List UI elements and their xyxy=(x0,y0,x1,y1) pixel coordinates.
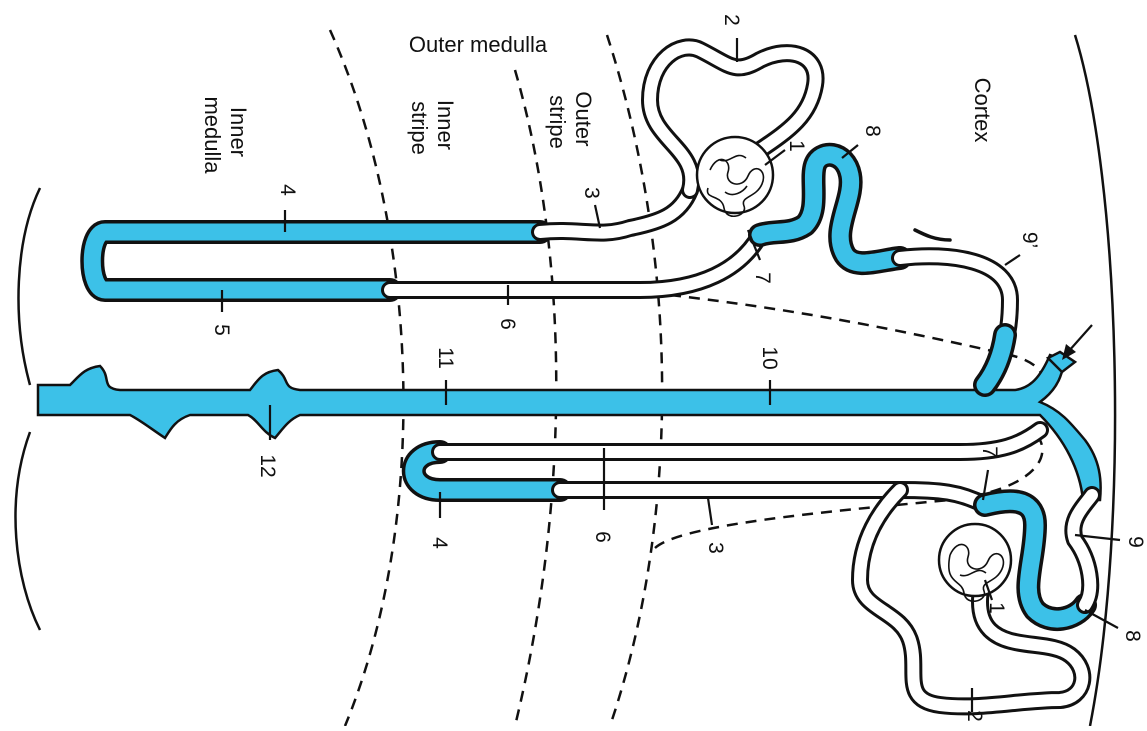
num-top-4: 4 xyxy=(276,184,299,196)
leader-bot-3 xyxy=(708,498,712,525)
top-glomerulus-capsule xyxy=(697,137,773,213)
num-top-2: 2 xyxy=(720,14,743,26)
num-bot-8: 8 xyxy=(1121,630,1144,642)
num-top-1: 1 xyxy=(785,140,808,152)
outer-medulla-boundary xyxy=(607,35,662,726)
num-12: 12 xyxy=(256,454,279,477)
top-arcade-stub xyxy=(915,230,950,240)
num-bot-1: 1 xyxy=(985,602,1008,614)
label-outer-stripe-line2: stripe xyxy=(545,95,570,149)
num-top-8: 8 xyxy=(861,125,884,137)
bottom-proximal-convoluted-outer xyxy=(860,490,1082,706)
papilla-outline-bottom xyxy=(16,432,40,630)
label-inner-stripe: Inner stripe xyxy=(407,100,458,156)
label-outer-medulla: Outer medulla xyxy=(409,32,548,57)
bottom-thin-descending-inner xyxy=(440,430,1040,452)
collecting-duct xyxy=(38,355,1101,500)
inner-medulla-boundary xyxy=(330,30,403,726)
label-outer-stripe: Outer stripe xyxy=(545,91,596,152)
num-bot-3: 3 xyxy=(704,542,727,554)
label-inner-stripe-line2: stripe xyxy=(407,101,432,155)
papilla-outline-top xyxy=(19,188,40,385)
num-top-3: 3 xyxy=(580,187,603,199)
num-top-7: 7 xyxy=(751,272,774,284)
num-top-9p: 9’ xyxy=(1018,232,1041,248)
leader-bot-8 xyxy=(1085,610,1118,628)
label-inner-medulla: Inner medulla xyxy=(200,96,251,174)
num-bot-6: 6 xyxy=(591,531,614,543)
top-distal-convoluted-outer xyxy=(760,155,900,263)
num-bot-4: 4 xyxy=(428,537,451,549)
num-10: 10 xyxy=(758,346,781,369)
num-bot-7: 7 xyxy=(978,446,1001,458)
label-outer-stripe-line1: Outer xyxy=(571,91,596,146)
label-inner-stripe-line1: Inner xyxy=(433,100,458,150)
leader-top-9p xyxy=(1005,255,1020,265)
num-top-6: 6 xyxy=(496,318,519,330)
num-11: 11 xyxy=(434,347,457,369)
label-inner-medulla-line2: medulla xyxy=(200,96,225,174)
num-bot-9: 9 xyxy=(1124,536,1147,548)
num-bot-2: 2 xyxy=(963,710,986,722)
label-cortex: Cortex xyxy=(970,78,995,143)
leader-arrow xyxy=(1068,325,1092,352)
num-top-5: 5 xyxy=(210,324,233,336)
label-inner-medulla-line1: Inner xyxy=(226,107,251,157)
